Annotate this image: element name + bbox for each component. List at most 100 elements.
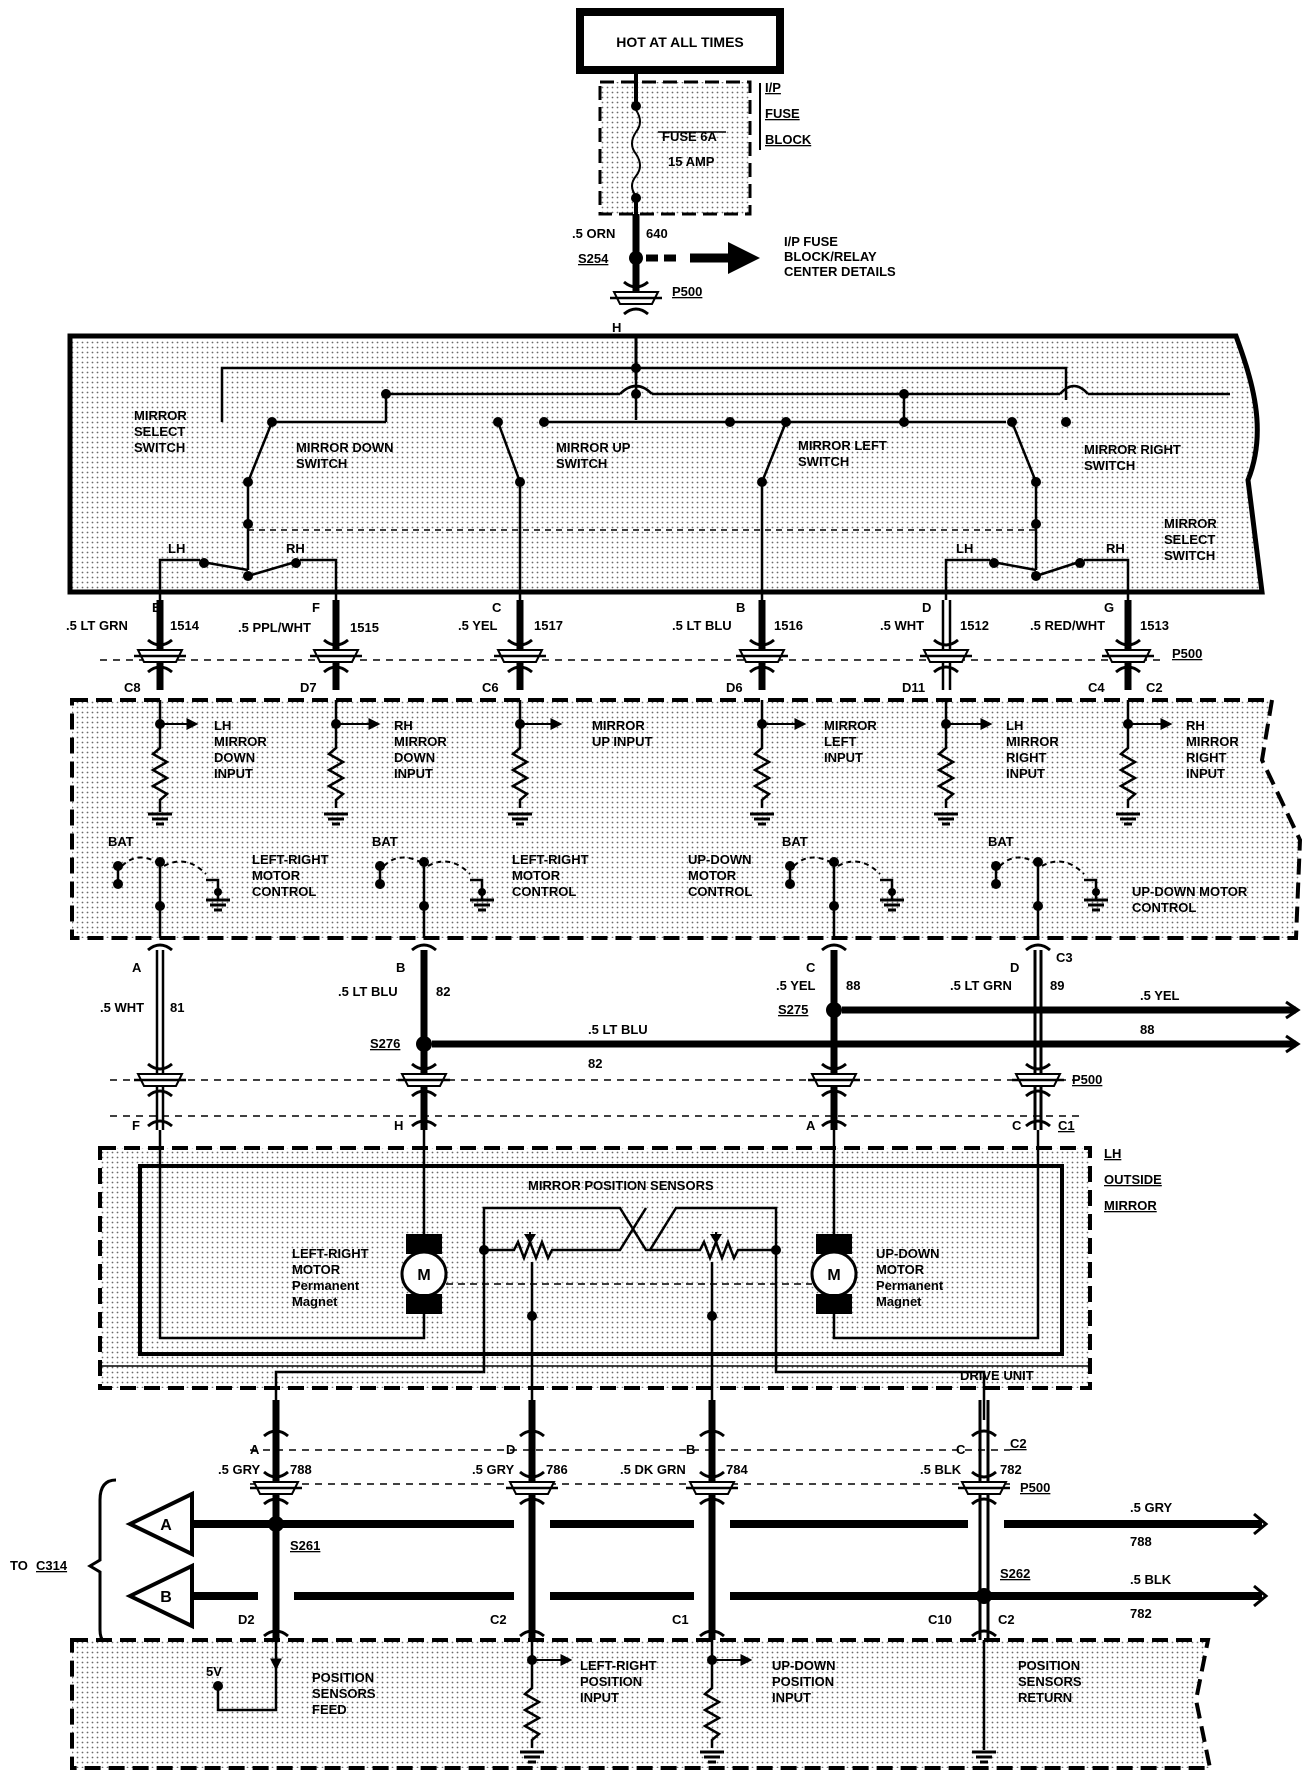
motor-control-3: BAT UP-DOWN MOTOR CONTROL: [688, 834, 906, 938]
bus-gry-circuit: 788: [1130, 1534, 1152, 1549]
lr-motor-l2: MOTOR: [292, 1262, 341, 1277]
sw4-pin2: C10: [928, 1612, 952, 1627]
bat-3: BAT: [782, 834, 808, 849]
mc1-l3: CONTROL: [252, 884, 316, 899]
mc3-l3: CONTROL: [688, 884, 752, 899]
lr-motor-l4: Magnet: [292, 1294, 338, 1309]
mc1-l1: LEFT-RIGHT: [252, 852, 329, 867]
input5-l4: INPUT: [1006, 766, 1045, 781]
up-switch-label-2: SWITCH: [556, 456, 607, 471]
mc1-l2: MOTOR: [252, 868, 301, 883]
input-4: MIRROR LEFT INPUT: [748, 700, 877, 826]
fuse-name: FUSE 6A: [662, 129, 718, 144]
input5-l3: RIGHT: [1006, 750, 1047, 765]
ref-line-1: I/P FUSE: [784, 234, 838, 249]
lr-motor-symbol: M: [417, 1267, 430, 1284]
mirror-name-3: MIRROR: [1104, 1198, 1157, 1213]
up-switch-label-1: MIRROR UP: [556, 440, 631, 455]
splice-s275: S275: [778, 1002, 808, 1017]
mw1-pin: A: [132, 960, 142, 975]
out2-wire: .5 PPL/WHT: [238, 620, 311, 635]
out5-pin2: D11: [902, 680, 925, 695]
mw4-pin2: C: [1012, 1118, 1022, 1133]
left-switch-label-1: MIRROR LEFT: [798, 438, 887, 453]
connector-p500-switch: P500: [1172, 646, 1202, 661]
mc4-l1: UP-DOWN MOTOR: [1132, 884, 1248, 899]
bus-dest: C314: [36, 1558, 68, 1573]
drive-unit: DRIVE UNIT: [960, 1368, 1034, 1383]
out4-pin2: D6: [726, 680, 743, 695]
connector-p500-motor: P500: [1072, 1072, 1102, 1087]
sw2-wire: .5 GRY: [472, 1462, 514, 1477]
out1-circuit: 1514: [170, 618, 200, 633]
out5-circuit: 1512: [960, 618, 989, 633]
switch-assembly: LH RH LH RH MIRROR SELECT SWITCH MIRROR …: [67, 333, 1265, 600]
input2-l1: RH: [394, 718, 413, 733]
motor-wires: A .5 WHT 81 B .5 LT BLU 82 S276 C .5 YEL…: [100, 943, 1301, 1133]
switch-output-wires: P500 E .5 LT GRN 1514 C8 F .5 PPL/WHT 15…: [66, 600, 1202, 695]
mw3-pin: C: [806, 960, 816, 975]
bat-2: BAT: [372, 834, 398, 849]
out1-wire: .5 LT GRN: [66, 618, 128, 633]
input2-l3: DOWN: [394, 750, 435, 765]
motor-control-1: BAT LEFT-RIGHT MOTOR CONTROL: [108, 834, 329, 938]
return-l2: SENSORS: [1018, 1674, 1082, 1689]
lr-input-l3: INPUT: [580, 1690, 619, 1705]
out6-pin: G: [1104, 600, 1114, 615]
out1-pin2: C8: [124, 680, 141, 695]
connector-p500-sensor: P500: [1020, 1480, 1050, 1495]
input3-l1: MIRROR: [592, 718, 645, 733]
input2-l2: MIRROR: [394, 734, 447, 749]
bat-4: BAT: [988, 834, 1014, 849]
out6-wire: .5 RED/WHT: [1030, 618, 1105, 633]
out5-wire: .5 WHT: [880, 618, 924, 633]
power-source-box: HOT AT ALL TIMES: [576, 8, 784, 74]
connector-p500-top: P500: [672, 284, 702, 299]
v5-label: 5V: [206, 1664, 222, 1679]
lr-input-l1: LEFT-RIGHT: [580, 1658, 657, 1673]
rh-label-left: RH: [286, 541, 305, 556]
sw3-pin: B: [686, 1442, 695, 1457]
input2-l4: INPUT: [394, 766, 433, 781]
out4-circuit: 1516: [774, 618, 803, 633]
return-l1: POSITION: [1018, 1658, 1080, 1673]
input1-l2: MIRROR: [214, 734, 267, 749]
branch-blu-circuit: 82: [588, 1056, 602, 1071]
lr-input-l2: POSITION: [580, 1674, 642, 1689]
out4-wire: .5 LT BLU: [672, 618, 732, 633]
mc4-l2: CONTROL: [1132, 900, 1196, 915]
out4-pin: B: [736, 600, 745, 615]
out6-pin3: C2: [1146, 680, 1163, 695]
bus-gry-wire: .5 GRY: [1130, 1500, 1172, 1515]
branch-yel-wire: .5 YEL: [1140, 988, 1180, 1003]
fuse-rating: 15 AMP: [668, 154, 715, 169]
fuse-block-name-1: I/P: [765, 80, 781, 95]
feed-circuit: 640: [646, 226, 668, 241]
input3-l2: UP INPUT: [592, 734, 652, 749]
sw4-wire: .5 BLK: [920, 1462, 962, 1477]
input4-l1: MIRROR: [824, 718, 877, 733]
return-l3: RETURN: [1018, 1690, 1072, 1705]
sw2-pin2: C2: [490, 1612, 507, 1627]
out2-pin: F: [312, 600, 320, 615]
door-module: LH MIRROR DOWN INPUT RH MIRROR DOWN INPU…: [70, 698, 1303, 940]
mc2-l3: CONTROL: [512, 884, 576, 899]
bottom-module: 5V POSITION SENSORS FEED LEFT-RIGHT POSI…: [70, 1638, 1213, 1770]
input-3: MIRROR UP INPUT: [506, 700, 652, 826]
input1-l3: DOWN: [214, 750, 255, 765]
out3-circuit: 1517: [534, 618, 563, 633]
sw4-pin3: C2: [998, 1612, 1015, 1627]
select-switch-right-2: SELECT: [1164, 532, 1215, 547]
lr-motor-l1: LEFT-RIGHT: [292, 1246, 369, 1261]
feed-wire-color: .5 ORN: [572, 226, 615, 241]
bus-blk-wire: .5 BLK: [1130, 1572, 1172, 1587]
select-switch-label-3: SWITCH: [134, 440, 185, 455]
out3-pin: C: [492, 600, 502, 615]
lh-label-left: LH: [168, 541, 185, 556]
sw1-pin2: D2: [238, 1612, 255, 1627]
ref-line-2: BLOCK/RELAY: [784, 249, 877, 264]
select-switch-right-1: MIRROR: [1164, 516, 1217, 531]
ud-motor-l3: Permanent: [876, 1278, 944, 1293]
ud-input-l3: INPUT: [772, 1690, 811, 1705]
mw1-pin2: F: [132, 1118, 140, 1133]
